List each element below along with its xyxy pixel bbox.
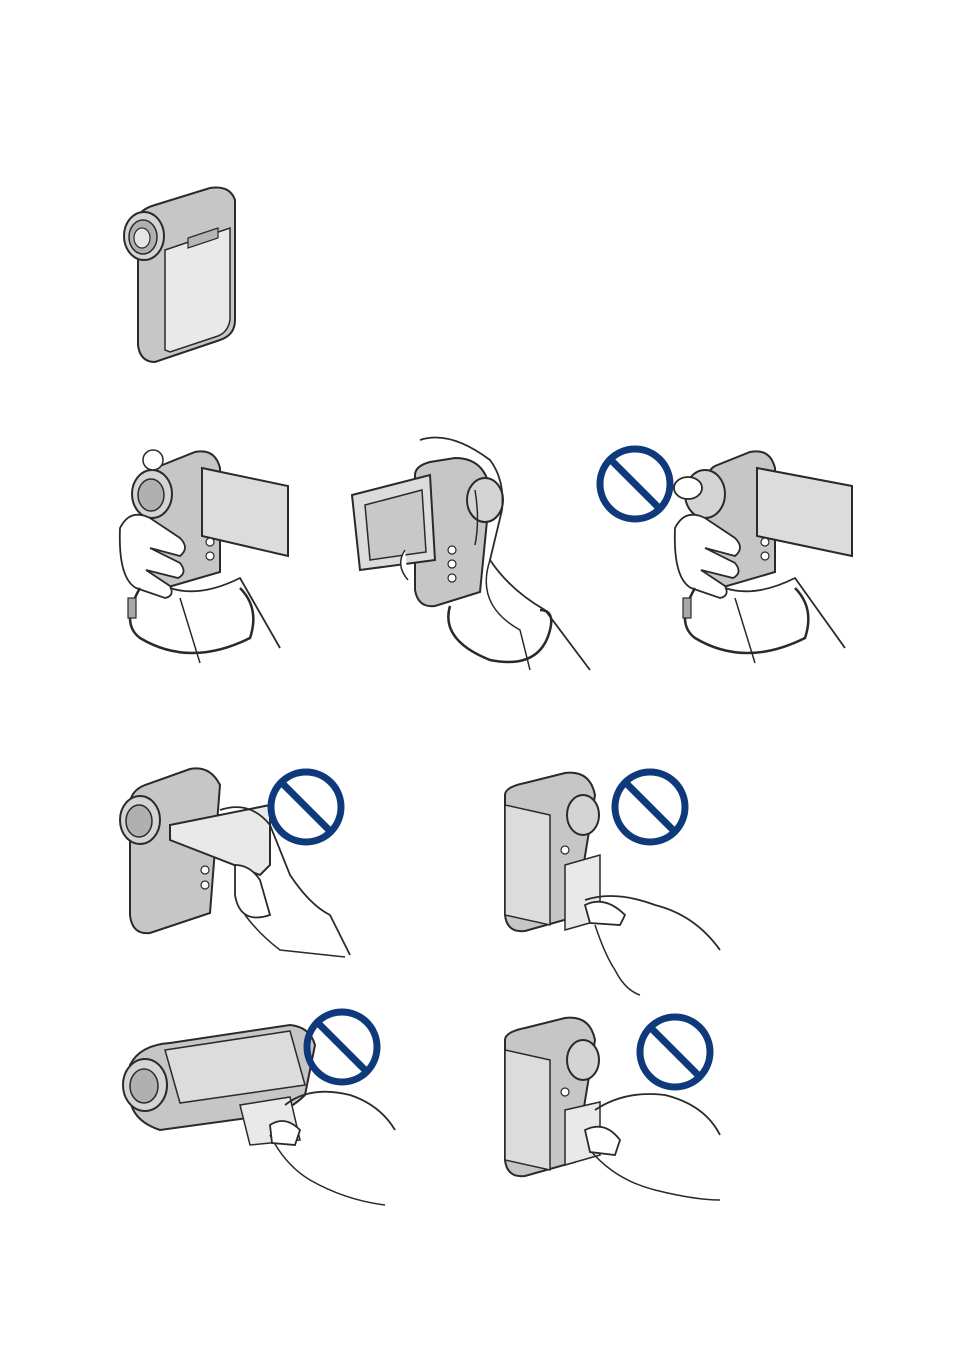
incorrect-lens-cover-figure: [590, 438, 860, 668]
correct-hold-lcd-forward-figure: [340, 430, 600, 675]
prohibition-icon: [640, 1017, 710, 1087]
prohibition-icon: [307, 1012, 377, 1082]
incorrect-hold-usb-figure: [495, 765, 735, 1000]
camera-closed-figure: [110, 180, 250, 370]
incorrect-hold-card-cover-figure: [495, 1010, 735, 1210]
correct-hold-figure: [110, 438, 300, 668]
prohibition-icon: [271, 772, 341, 842]
incorrect-hold-lcd-figure: [110, 765, 360, 960]
prohibition-icon: [600, 449, 670, 519]
prohibition-icon: [615, 772, 685, 842]
incorrect-hold-battery-cover-figure: [110, 1005, 400, 1215]
